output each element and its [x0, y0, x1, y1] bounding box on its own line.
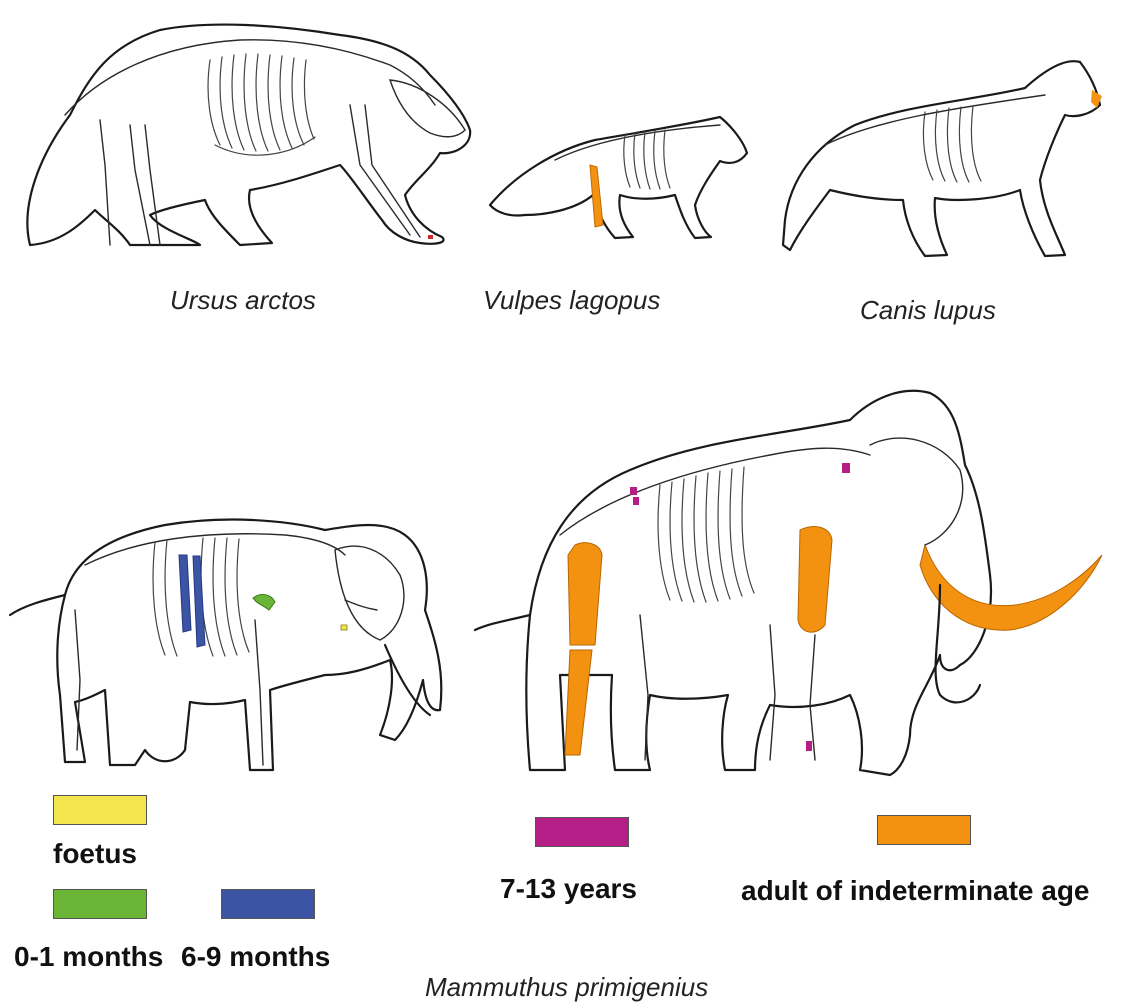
vulpes-lagopus-skeleton-drawing [485, 95, 755, 245]
legend-swatch-6-9-months [221, 889, 315, 919]
legend-label-adult: adult of indeterminate age [741, 875, 1090, 907]
legend-swatch-foetus [53, 795, 147, 825]
mammoth-calf-skeleton-drawing [5, 480, 445, 780]
species-label-mammuthus-primigenius: Mammuthus primigenius [425, 972, 708, 1003]
legend-swatch-adult [877, 815, 971, 845]
adult-mammoth-skeleton-drawing [470, 375, 1110, 785]
legend-label-6-9-months: 6-9 months [181, 941, 330, 973]
legend-swatch-0-1-months [53, 889, 147, 919]
legend-swatch-7-13-years [535, 817, 629, 847]
legend-label-0-1-months: 0-1 months [14, 941, 163, 973]
species-label-canis-lupus: Canis lupus [860, 295, 996, 326]
species-label-ursus-arctos: Ursus arctos [170, 285, 316, 316]
species-label-vulpes-lagopus: Vulpes lagopus [483, 285, 660, 316]
legend-label-7-13-years: 7-13 years [500, 873, 637, 905]
legend-label-foetus: foetus [53, 838, 137, 870]
canis-lupus-skeleton-drawing [775, 50, 1105, 265]
ursus-arctos-skeleton-drawing [10, 5, 480, 255]
